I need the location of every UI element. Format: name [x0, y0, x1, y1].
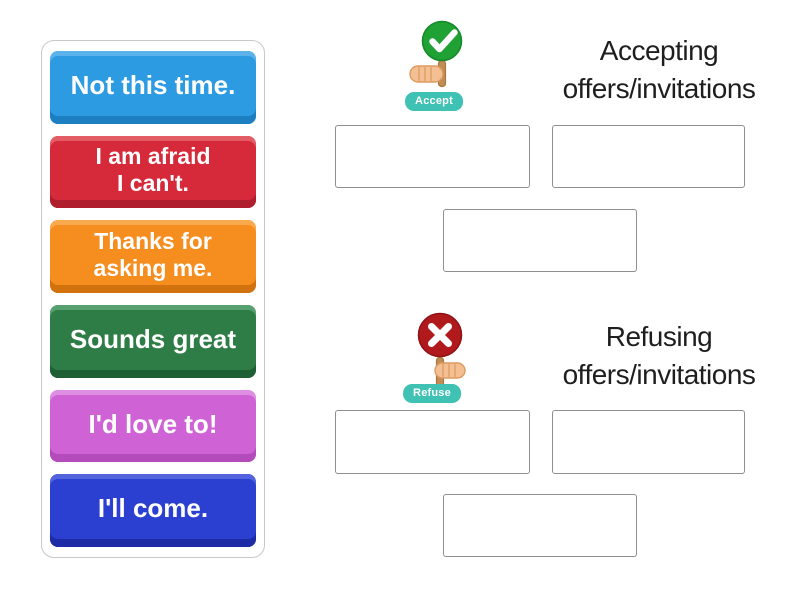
accept-sign-icon: [409, 20, 463, 88]
word-card-sounds-great[interactable]: Sounds great: [50, 305, 256, 378]
hand-icon: [409, 65, 444, 83]
word-card-id-love-to[interactable]: I'd love to!: [50, 389, 256, 463]
refuse-drop-slot-3[interactable]: [443, 494, 637, 557]
refuse-badge: Refuse: [403, 384, 461, 403]
refuse-drop-slot-1[interactable]: [335, 410, 530, 474]
word-card-ill-come[interactable]: I'll come.: [50, 474, 256, 548]
refuse-drop-slot-2[interactable]: [552, 410, 745, 474]
accept-drop-slot-2[interactable]: [552, 125, 745, 188]
hand-icon: [434, 362, 466, 379]
refuse-group-title: Refusing offers/invitations: [562, 321, 756, 390]
word-bank: Not this time. I am afraid I can't. Than…: [41, 40, 265, 558]
word-card-i-am-afraid[interactable]: I am afraid I can't.: [50, 135, 256, 209]
accept-badge: Accept: [405, 92, 463, 111]
word-card-not-this-time[interactable]: Not this time.: [50, 51, 256, 124]
accept-drop-slot-1[interactable]: [335, 125, 530, 188]
accept-drop-slot-3[interactable]: [443, 209, 637, 272]
refuse-sign-icon: [417, 312, 466, 390]
accept-group-title: Accepting offers/invitations: [562, 35, 756, 104]
word-card-thanks-for-asking[interactable]: Thanks for asking me.: [50, 220, 256, 294]
